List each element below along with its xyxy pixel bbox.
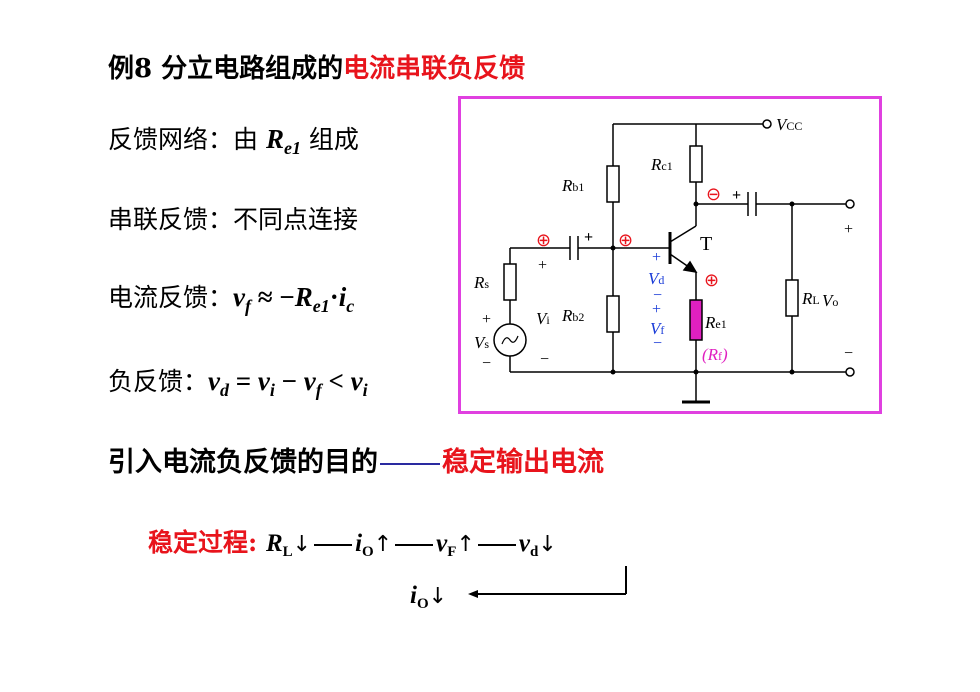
circled-plus-input: ⊕ [536, 230, 551, 250]
rf-label: (Rf) [702, 345, 728, 364]
minus-vd: − [653, 287, 662, 304]
process-label: 稳定过程: [148, 528, 258, 557]
line-series-feedback: 串联反馈：不同点连接 [108, 200, 358, 236]
math-eq: = [229, 366, 258, 396]
process-io2: iO↓ [410, 582, 448, 612]
vcc-label: VCC [776, 115, 802, 134]
minus-vo: − [844, 345, 853, 362]
math-sub: f [245, 296, 251, 316]
title-black: 例8 分立电路组成的 [108, 54, 344, 84]
math-approx: ≈ − [251, 282, 295, 312]
process-dash [477, 543, 516, 546]
process-vf: vF↑ [436, 530, 475, 560]
vi-label: Vi [536, 309, 550, 328]
rc1-label: Rc1 [650, 155, 673, 174]
math-sub: e1 [283, 138, 301, 158]
plus-vi-top: + [538, 257, 547, 274]
math-dot: · [329, 282, 339, 312]
slide-title: 例8 分立电路组成的电流串联负反馈 [108, 48, 525, 85]
title-red: 电流串联负反馈 [343, 54, 526, 84]
circuit-border [458, 96, 882, 414]
transistor-label: T [700, 233, 712, 255]
line-label: 电流反馈： [108, 283, 234, 312]
circled-minus-collector: ⊖ [706, 184, 721, 204]
process-rl: RL↓ [265, 530, 312, 560]
plus-vf: + [652, 301, 661, 318]
line-label: 反馈网络：由 [108, 125, 266, 154]
process-vd: vd↓ [518, 530, 557, 560]
math-r: R [265, 124, 284, 154]
line-negative-feedback: 负反馈：vd = vi − vf < vi [108, 362, 368, 401]
plus-vs: + [482, 311, 491, 328]
rl-label: RL [801, 289, 820, 308]
purpose-dash [380, 462, 440, 465]
math-sub: i [269, 380, 275, 400]
rb2-label: Rb2 [561, 306, 584, 325]
math-v: v [208, 366, 220, 396]
re1-label: Re1 [704, 313, 727, 332]
vd-label: Vd [648, 269, 664, 288]
math-i: i [338, 282, 347, 312]
math-r: R [294, 282, 313, 312]
math-v: v [233, 282, 245, 312]
process-dash [314, 543, 353, 546]
rb1-label: Rb1 [561, 176, 584, 195]
plus-vo: + [844, 221, 853, 238]
line-current-feedback: 电流反馈：vf ≈ −Re1·ic [108, 278, 354, 317]
process-dash [395, 543, 434, 546]
math-v: v [350, 366, 363, 396]
math-sub: f [315, 380, 322, 400]
minus-vs: − [482, 355, 491, 372]
process-line: 稳定过程: RL↓ iO↑ vF↑ vd↓ [148, 523, 557, 561]
purpose-black: 引入电流负反馈的目的 [108, 447, 378, 478]
math-sub: c [346, 296, 355, 316]
line-label: 串联反馈：不同点连接 [108, 205, 359, 234]
line-label: 负反馈： [108, 367, 209, 396]
vs-label: Vs [474, 333, 489, 352]
math-lt: < [321, 366, 351, 396]
math-sub: i [362, 380, 368, 400]
vf-label: Vf [650, 319, 664, 338]
minus-vi: − [540, 351, 549, 368]
math-v: v [257, 366, 270, 396]
math-minus: − [274, 366, 304, 396]
re1-resistor [689, 299, 703, 341]
purpose-red: 稳定输出电流 [442, 447, 604, 478]
math-sub: d [220, 380, 229, 400]
process-io: iO↑ [355, 530, 393, 560]
circled-plus-emitter: ⊕ [704, 270, 719, 290]
circled-plus-base: ⊕ [618, 230, 633, 250]
plus-cap-out: + [732, 187, 741, 204]
math-v: v [303, 366, 316, 396]
math-sub: e1 [312, 296, 330, 316]
purpose-line: 引入电流负反馈的目的 稳定输出电流 [108, 440, 604, 479]
return-arrow [468, 566, 627, 598]
vo-label: Vo [822, 291, 838, 310]
line-feedback-network: 反馈网络：由 Re1 组成 [108, 120, 359, 159]
plus-cap-in: + [584, 229, 593, 246]
circuit-diagram: VCC Rb1 Rb2 Rc1 Rs Re1 (Rf) RL Vs Vi Vo … [458, 96, 882, 414]
process-result: iO↓ [410, 580, 447, 613]
minus-vf: − [653, 335, 662, 352]
line-suffix: 组成 [300, 125, 359, 154]
rs-label: Rs [473, 273, 489, 292]
plus-vd: + [652, 249, 661, 266]
